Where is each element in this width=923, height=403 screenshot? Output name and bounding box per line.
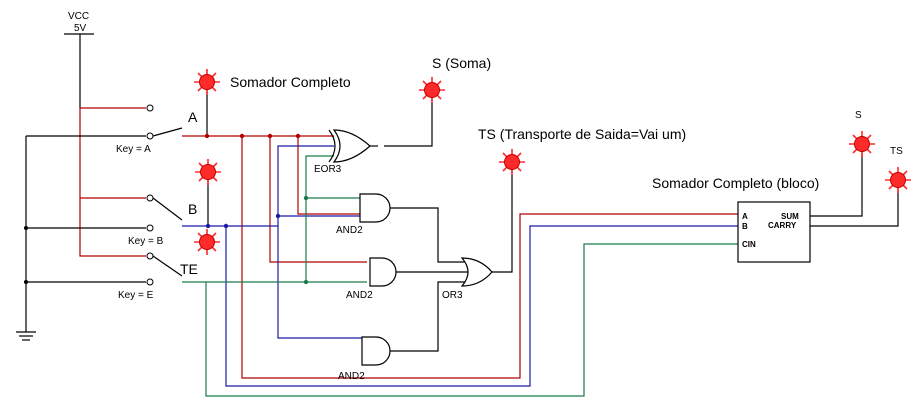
and-gate-top: AND2 [336,193,391,236]
xor-gate: EOR3 [314,129,371,175]
block-pin-cin: CIN [742,240,756,249]
lamp-out-ts-icon [884,166,912,194]
and-top-label: AND2 [336,225,363,236]
lamp-a-icon [193,68,221,96]
ground-symbol [16,136,36,341]
out-s-label: S [855,110,862,121]
lamp-te-icon [193,228,221,256]
somador-title: Somador Completo [230,74,351,90]
and-gate-bot: AND2 [338,336,391,382]
switch-a[interactable]: Key = A A [116,104,198,155]
transporte-label: TS (Transporte de Saida=Vai um) [478,126,686,142]
vcc-voltage: 5V [74,23,87,34]
switch-b-key-label: Key = B [128,236,164,247]
vcc-symbol: VCC 5V [64,11,94,108]
block-pin-b: B [742,222,748,231]
xor-gate-label: EOR3 [314,164,342,175]
block-pin-a: A [742,212,748,221]
lamp-ts-icon [498,148,526,176]
block-pin-sum: SUM [781,212,799,221]
switch-e-key-label: Key = E [118,290,154,301]
and-bot-label: AND2 [338,371,365,382]
vcc-label: VCC [68,11,89,22]
lamp-out-s-icon [848,130,876,158]
and-mid-label: AND2 [346,290,373,301]
bloco-title: Somador Completo (bloco) [652,175,819,191]
or-gate-label: OR3 [442,290,463,301]
switch-a-key-label: Key = A [116,144,151,155]
switch-b[interactable]: Key = B B [128,194,197,247]
input-b-label: B [188,201,197,217]
switch-e[interactable]: Key = E TE [118,252,198,301]
lamp-b-icon [194,158,222,186]
full-adder-block: A B CIN SUM CARRY [737,201,811,263]
or-gate: OR3 [442,257,493,301]
lamp-soma-icon [418,76,446,104]
out-ts-label: TS [890,146,903,157]
block-pin-carry: CARRY [768,221,797,230]
soma-label: S (Soma) [432,55,491,71]
input-a-label: A [188,109,198,125]
and-gate-mid: AND2 [346,257,397,301]
input-te-label: TE [180,261,198,277]
